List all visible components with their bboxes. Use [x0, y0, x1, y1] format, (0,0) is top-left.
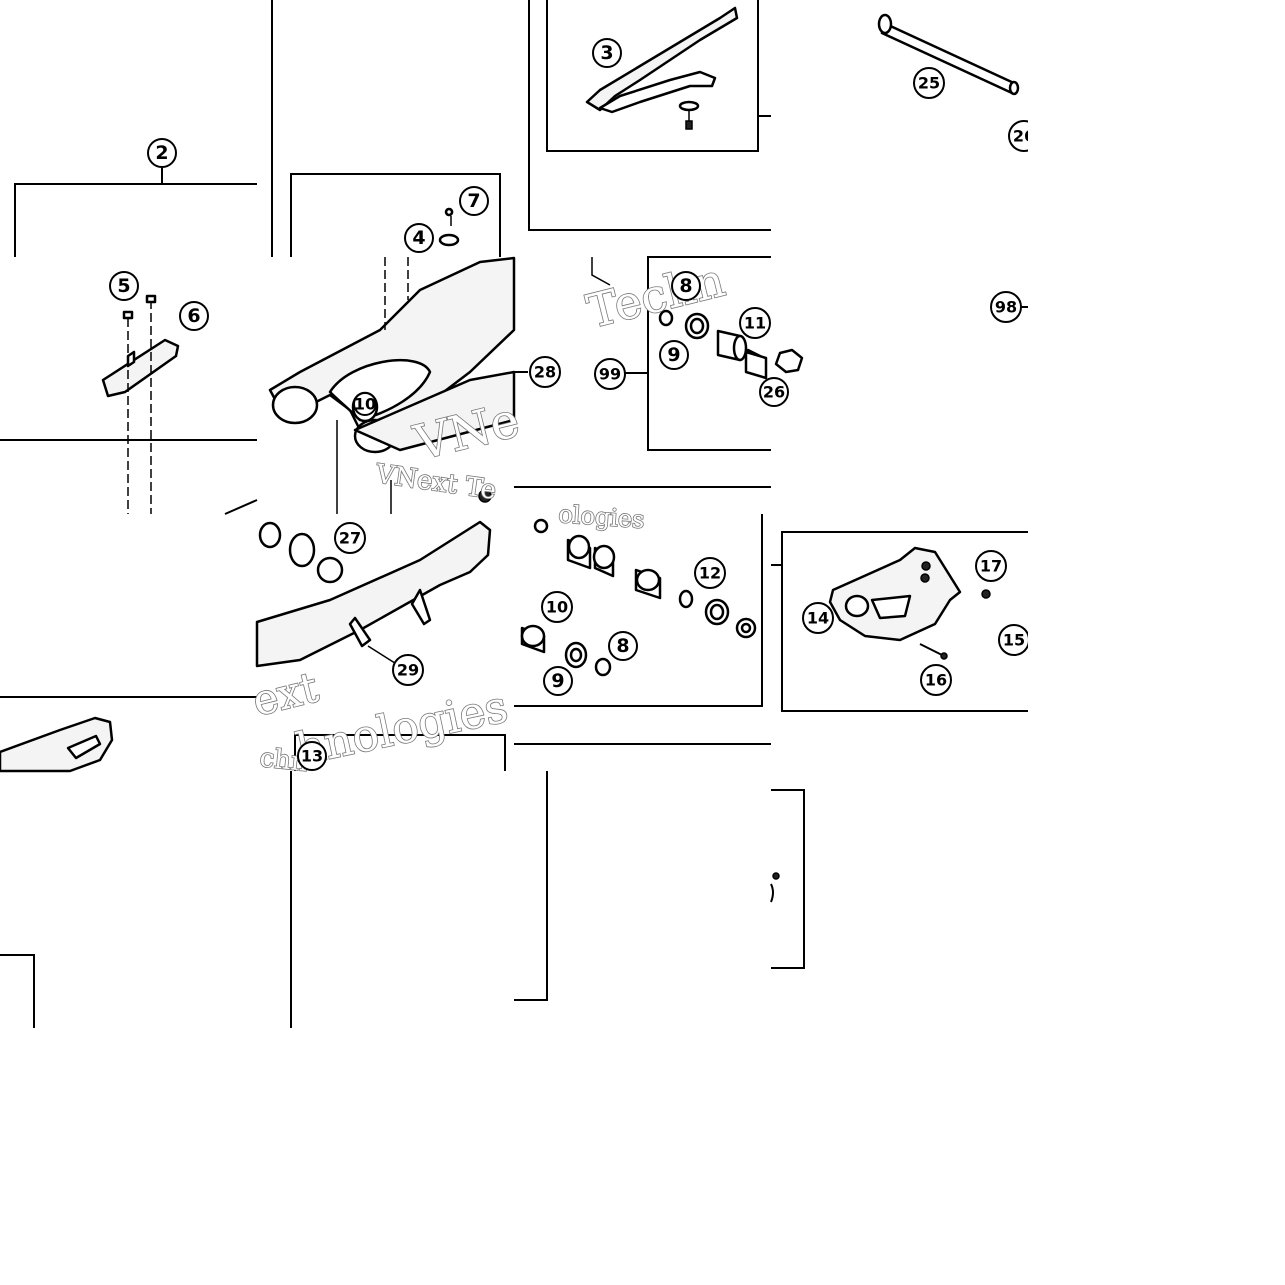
callout-28: 28	[529, 356, 561, 388]
svg-text:3: 3	[600, 42, 613, 64]
callout-6: 6	[179, 301, 209, 331]
callout-26-mid: 26	[759, 377, 789, 407]
svg-text:6: 6	[187, 305, 200, 327]
svg-text:27: 27	[339, 529, 361, 548]
callout-99: 99	[594, 358, 626, 390]
callout-17: 17	[975, 550, 1007, 582]
axle-bolt-part	[880, 22, 1018, 95]
svg-text:28: 28	[534, 363, 556, 382]
tile-top-mid-left	[290, 173, 501, 257]
svg-text:17: 17	[980, 557, 1002, 576]
callout-9: 9	[659, 340, 689, 370]
svg-text:25: 25	[918, 74, 940, 93]
callout-3: 3	[592, 38, 622, 68]
svg-text:8: 8	[679, 275, 692, 297]
callout-14: 14	[802, 602, 834, 634]
svg-text:12: 12	[699, 564, 721, 583]
callout-8-lower: 8	[608, 631, 638, 661]
svg-text:11: 11	[744, 314, 766, 333]
callout-25: 25	[913, 67, 945, 99]
tile-lower-center	[514, 771, 805, 1001]
callout-4: 4	[404, 223, 434, 253]
watermark-text: ologies	[558, 500, 646, 534]
chain-guide-part	[828, 546, 962, 642]
tile-lower-swingarm	[255, 520, 506, 771]
callout-2: 2	[147, 138, 177, 168]
callout-29: 29	[392, 654, 424, 686]
chain-guide-block-part	[101, 338, 180, 398]
svg-text:15: 15	[1003, 631, 1025, 650]
tile-top-mid	[528, 0, 771, 231]
svg-text:4: 4	[412, 227, 425, 249]
svg-text:9: 9	[551, 670, 564, 692]
svg-text:99: 99	[599, 365, 621, 384]
tile-lower-bearings	[514, 514, 771, 745]
watermark-text: ext	[248, 662, 323, 725]
callout-27: 27	[334, 522, 366, 554]
svg-text:29: 29	[397, 661, 419, 680]
svg-text:13: 13	[301, 747, 323, 766]
ghost-bearing	[744, 350, 768, 380]
callout-10: 10	[541, 591, 573, 623]
tile-chain-guide	[771, 531, 1028, 712]
tile-top-right	[877, 13, 1020, 96]
svg-text:16: 16	[925, 671, 947, 690]
callout-15: 15	[998, 624, 1030, 656]
tile-lower-left	[0, 696, 292, 1028]
svg-text:98: 98	[995, 298, 1017, 317]
svg-text:10: 10	[354, 395, 376, 414]
tile-top-left	[14, 0, 273, 257]
callout-10-upper: 10	[353, 392, 377, 416]
svg-text:8: 8	[616, 635, 629, 657]
svg-text:10: 10	[546, 598, 568, 617]
callout-13-lower: 13	[297, 741, 327, 771]
tile-center-swingarm	[268, 256, 528, 514]
svg-text:5: 5	[117, 275, 130, 297]
svg-text:9: 9	[667, 344, 680, 366]
tile-mid-left	[0, 294, 258, 515]
callout-9-lower: 9	[543, 666, 573, 696]
callout-12: 12	[694, 557, 726, 589]
callout-98: 98	[990, 291, 1022, 323]
tile-center-right	[514, 256, 804, 488]
callout-11: 11	[739, 307, 771, 339]
svg-text:2: 2	[155, 142, 168, 164]
svg-text:26: 26	[763, 383, 785, 402]
svg-text:7: 7	[467, 190, 480, 212]
callout-7: 7	[459, 186, 489, 216]
callout-5: 5	[109, 271, 139, 301]
callout-8: 8	[671, 271, 701, 301]
callout-16: 16	[920, 664, 952, 696]
svg-text:14: 14	[807, 609, 829, 628]
